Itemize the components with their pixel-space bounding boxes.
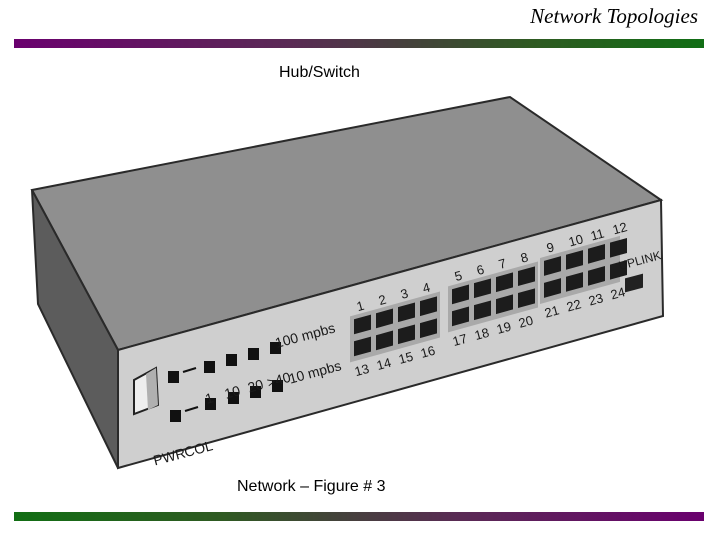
status-leds — [168, 342, 283, 422]
rj45-port-2 — [376, 308, 393, 329]
uplink-port — [625, 273, 643, 293]
rj45-port-15 — [398, 324, 415, 345]
rj45-ports — [354, 237, 627, 357]
port-number-12: 12 — [611, 219, 629, 237]
rj45-port-18 — [474, 300, 491, 321]
port-number-3: 3 — [399, 286, 410, 302]
rj45-port-24 — [610, 259, 627, 280]
port-number-19: 19 — [495, 319, 513, 337]
rj45-port-14 — [376, 330, 393, 351]
bottom-divider — [14, 512, 704, 521]
port-number-4: 4 — [421, 280, 432, 296]
port-number-9: 9 — [545, 239, 556, 255]
port-number-6: 6 — [475, 262, 486, 278]
port-number-16: 16 — [419, 343, 437, 361]
port-number-23: 23 — [587, 290, 605, 308]
led-label-1: 1 — [203, 389, 215, 407]
rj45-port-12 — [610, 237, 627, 258]
port-number-1: 1 — [355, 298, 366, 314]
rj45-port-20 — [518, 288, 535, 309]
rj45-port-7 — [496, 272, 513, 293]
port-number-2: 2 — [377, 292, 388, 308]
port-number-17: 17 — [451, 331, 469, 349]
rj45-port-9 — [544, 256, 561, 276]
rj45-port-23 — [588, 266, 605, 286]
port-number-22: 22 — [565, 296, 583, 314]
rj45-port-8 — [518, 266, 535, 287]
rj45-port-10 — [566, 250, 583, 270]
figure-heading: Hub/Switch — [279, 64, 360, 81]
figure-caption: Network – Figure # 3 — [237, 478, 386, 495]
port-block-1 — [350, 291, 440, 363]
rj45-port-1 — [354, 314, 371, 335]
rj45-port-5 — [452, 284, 469, 305]
port-number-5: 5 — [453, 268, 464, 284]
rj45-port-22 — [566, 272, 583, 292]
port-number-13: 13 — [353, 361, 371, 379]
collision-label: COL — [182, 437, 214, 460]
rj45-port-11 — [588, 244, 605, 264]
port-number-24: 24 — [609, 284, 627, 302]
top-divider — [14, 39, 704, 48]
port-number-20: 20 — [517, 313, 535, 331]
port-number-labels: 1 13 2 14 3 15 4 16 5 17 6 18 7 19 8 20 9 21 10 22 11 23 12 24 — [353, 219, 629, 379]
rj45-port-6 — [474, 278, 491, 299]
page-title: Network Topologies — [530, 4, 698, 28]
port-number-7: 7 — [497, 256, 508, 272]
rj45-port-21 — [544, 278, 561, 298]
port-number-10: 10 — [567, 231, 585, 249]
led-label-20: 20 — [246, 376, 265, 396]
rj45-port-13 — [354, 336, 371, 357]
port-block-2 — [448, 261, 538, 333]
port-number-14: 14 — [375, 355, 393, 373]
rj45-port-19 — [496, 294, 513, 315]
rj45-port-17 — [452, 306, 469, 327]
rj45-port-4 — [420, 296, 437, 317]
port-number-18: 18 — [473, 325, 491, 343]
led-label-10: 10 — [223, 382, 242, 402]
port-number-21: 21 — [543, 302, 561, 320]
port-number-8: 8 — [519, 249, 530, 265]
rj45-port-3 — [398, 302, 415, 323]
port-number-11: 11 — [589, 226, 606, 244]
rj45-port-16 — [420, 318, 437, 339]
led-label-40: >40 — [265, 369, 292, 391]
port-number-15: 15 — [397, 349, 415, 367]
